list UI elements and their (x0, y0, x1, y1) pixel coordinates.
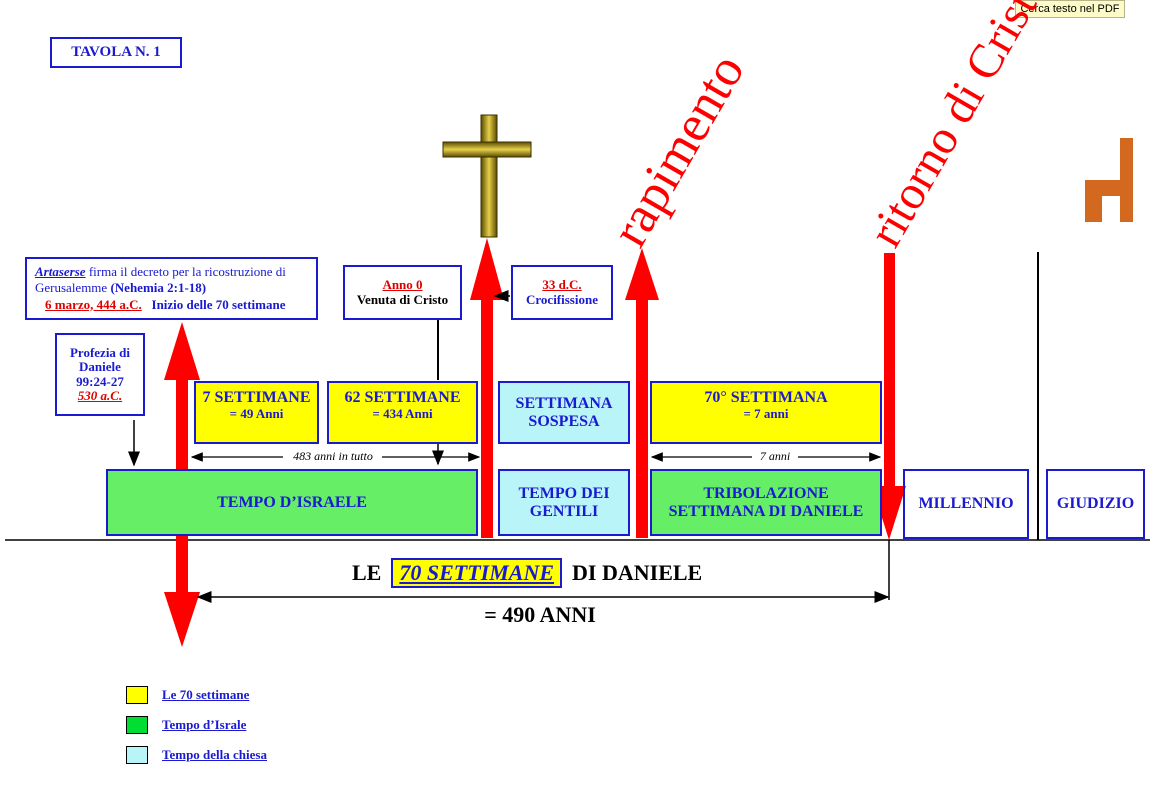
table-title-text: TAVOLA N. 1 (71, 44, 161, 61)
footer-anni: = 490 ANNI (484, 602, 596, 627)
seventieth-week-box: 70° SETTIMANA = 7 anni (650, 381, 882, 444)
anno-zero-sub: Venuta di Cristo (356, 291, 449, 307)
suspended-week-box: SETTIMANA SOSPESA (498, 381, 630, 444)
millennium-box: MILLENNIO (903, 469, 1029, 539)
gentiles-line-1: TEMPO DEI (518, 484, 610, 502)
legend-item: Tempo della chiesa (126, 745, 267, 765)
prophecy-line-3: 99:24-27 (76, 373, 124, 389)
prophecy-line-2: Daniele (79, 359, 121, 375)
sixtytwo-weeks-sub: = 434 Anni (372, 405, 433, 421)
judgment-label: GIUDIZIO (1056, 495, 1135, 513)
legend-label: Le 70 settimane (162, 687, 250, 702)
artaserse-text-2: Inizio delle 70 settimane (151, 296, 286, 312)
footer-di-daniele: DI DANIELE (572, 560, 703, 585)
span-7-label: 7 anni (759, 449, 791, 463)
span-483-label: 483 anni in tutto (293, 449, 373, 463)
legend-label: Tempo della chiesa (162, 747, 267, 762)
anno-zero-box: Anno 0 Venuta di Cristo (343, 265, 462, 320)
decree-double-arrow (164, 322, 200, 647)
sixtytwo-weeks-title: 62 SETTIMANE (344, 389, 461, 406)
anno-zero-title: Anno 0 (382, 277, 423, 293)
crucifixion-up-arrow (470, 238, 504, 538)
prophecy-box: Profezia di Daniele 99:24-27 530 a.C. (55, 333, 145, 416)
seven-weeks-title: 7 SETTIMANE (202, 389, 311, 406)
artaserse-decree-box: Artaserse firma il decreto per la ricost… (25, 257, 318, 320)
legend: Le 70 settimane Tempo d’Israle Tempo del… (126, 685, 267, 765)
seven-weeks-box: 7 SETTIMANE = 49 Anni (194, 381, 319, 444)
rapture-label: rapimento (601, 45, 756, 256)
orange-symbol-icon (1085, 138, 1133, 222)
gentiles-period-box: TEMPO DEI GENTILI (498, 469, 630, 536)
cross-icon (442, 114, 532, 238)
tribulation-box: TRIBOLAZIONE SETTIMANA DI DANIELE (650, 469, 882, 536)
return-label: ritorno di Cristo (859, 0, 1060, 256)
legend-swatch (126, 686, 148, 704)
gentiles-line-2: GENTILI (529, 502, 599, 520)
seventieth-week-sub: = 7 anni (743, 405, 789, 421)
crucifixion-box: 33 d.C. Crocifissione (511, 265, 613, 320)
artaserse-text-1: firma il decreto per la ricostruzione di… (35, 264, 286, 296)
artaserse-date: 6 marzo, 444 a.C. (45, 296, 142, 312)
legend-label: Tempo d’Israle (162, 717, 247, 732)
crucifixion-title: 33 d.C. (542, 277, 582, 293)
footer-le: LE (352, 560, 382, 585)
artaserse-text: Artaserse firma il decreto per la ricost… (35, 264, 308, 313)
prophecy-line-1: Profezia di (69, 344, 131, 360)
suspended-week-line-2: SOSPESA (528, 412, 600, 430)
judgment-box: GIUDIZIO (1046, 469, 1145, 539)
pdf-search-tooltip: Cerca testo nel PDF (1015, 0, 1125, 18)
israel-period-box: TEMPO D’ISRAELE (106, 469, 478, 536)
crucifixion-sub: Crocifissione (526, 291, 598, 307)
artaserse-ref: (Nehemia 2:1-18) (110, 280, 207, 296)
footer-title: LE 70 SETTIMANE DI DANIELE (352, 557, 702, 589)
tribulation-line-1: TRIBOLAZIONE (703, 484, 829, 502)
legend-item: Tempo d’Israle (126, 715, 267, 735)
sixtytwo-weeks-box: 62 SETTIMANE = 434 Anni (327, 381, 478, 444)
millennium-label: MILLENNIO (918, 495, 1014, 513)
legend-swatch (126, 746, 148, 764)
prophecy-date: 530 a.C. (77, 387, 123, 403)
legend-swatch (126, 716, 148, 734)
legend-item: Le 70 settimane (126, 685, 267, 705)
seven-weeks-sub: = 49 Anni (229, 405, 284, 421)
table-title: TAVOLA N. 1 (50, 37, 182, 68)
suspended-week-line-1: SETTIMANA (515, 394, 613, 412)
rapture-up-arrow (625, 248, 659, 538)
israel-period-label: TEMPO D’ISRAELE (217, 493, 367, 511)
artaserse-name: Artaserse (35, 264, 86, 280)
footer-settimane: 70 SETTIMANE (391, 558, 563, 588)
seventieth-week-title: 70° SETTIMANA (704, 389, 828, 406)
tribulation-line-2: SETTIMANA DI DANIELE (668, 502, 864, 520)
